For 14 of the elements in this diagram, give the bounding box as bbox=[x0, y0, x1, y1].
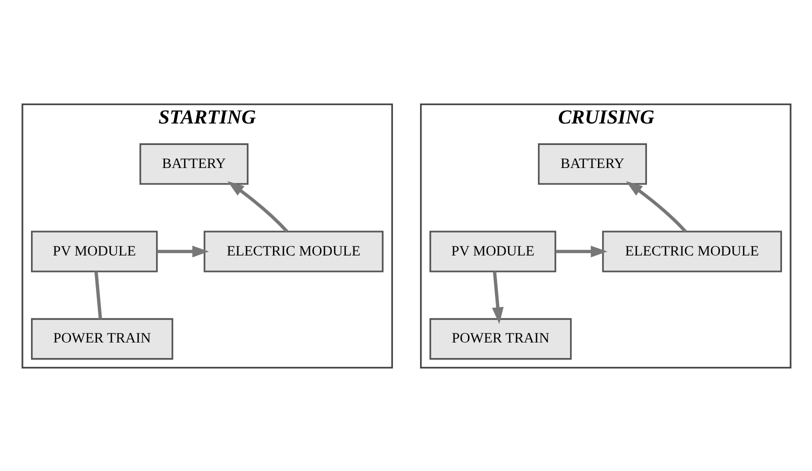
node-box: POWER TRAIN bbox=[428, 318, 572, 360]
arrow bbox=[156, 245, 208, 257]
arrow bbox=[492, 270, 504, 324]
arrow bbox=[554, 245, 607, 257]
node-box: ELECTRIC MODULE bbox=[203, 230, 384, 272]
node-box: ELECTRIC MODULE bbox=[602, 230, 782, 272]
node-box: PV MODULE bbox=[428, 230, 556, 272]
arrow bbox=[227, 180, 288, 232]
arrow bbox=[625, 180, 686, 232]
node-box: BATTERY bbox=[537, 142, 646, 184]
node-box: BATTERY bbox=[138, 142, 248, 184]
node-box: PV MODULE bbox=[30, 230, 158, 272]
node-box: POWER TRAIN bbox=[30, 318, 173, 360]
connector bbox=[94, 270, 102, 319]
